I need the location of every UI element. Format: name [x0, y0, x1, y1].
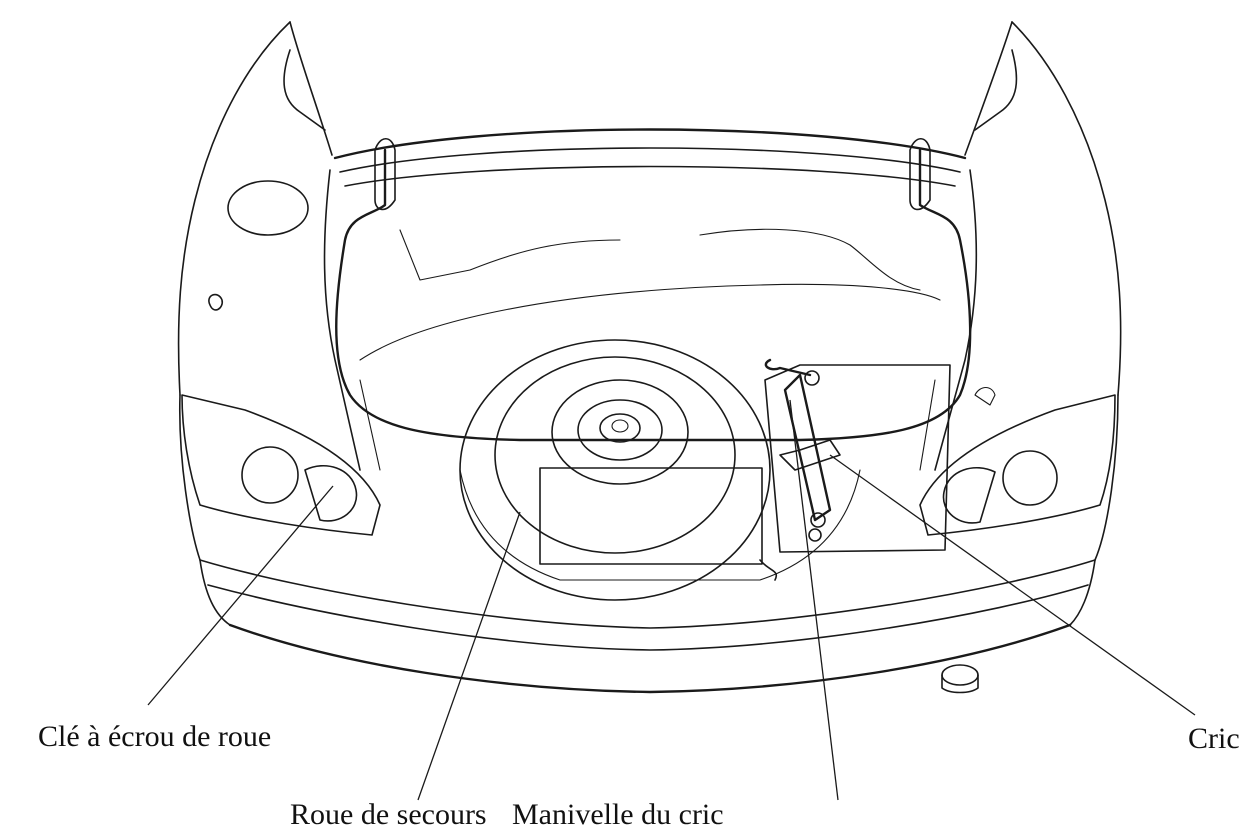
leader-lines	[147, 399, 1196, 801]
spare-wheel	[459, 339, 771, 601]
trunk-rail	[335, 137, 972, 442]
tail-lights	[181, 394, 1116, 536]
label-jack-handle: Manivelle du cric	[512, 798, 724, 831]
leader-jack	[829, 454, 1196, 716]
car-body	[177, 21, 1122, 694]
label-wrench: Clé à écrou de roue	[38, 720, 272, 753]
leader-jack-handle	[789, 399, 839, 801]
leader-wrench	[147, 485, 334, 706]
leader-spare-wheel	[417, 511, 521, 801]
wheel-label-plate	[539, 467, 763, 565]
fuel-cap	[227, 180, 309, 236]
label-spare-wheel: Roue de secours	[290, 798, 487, 831]
trunk-floor	[359, 228, 941, 581]
label-jack: Cric	[1188, 722, 1240, 755]
